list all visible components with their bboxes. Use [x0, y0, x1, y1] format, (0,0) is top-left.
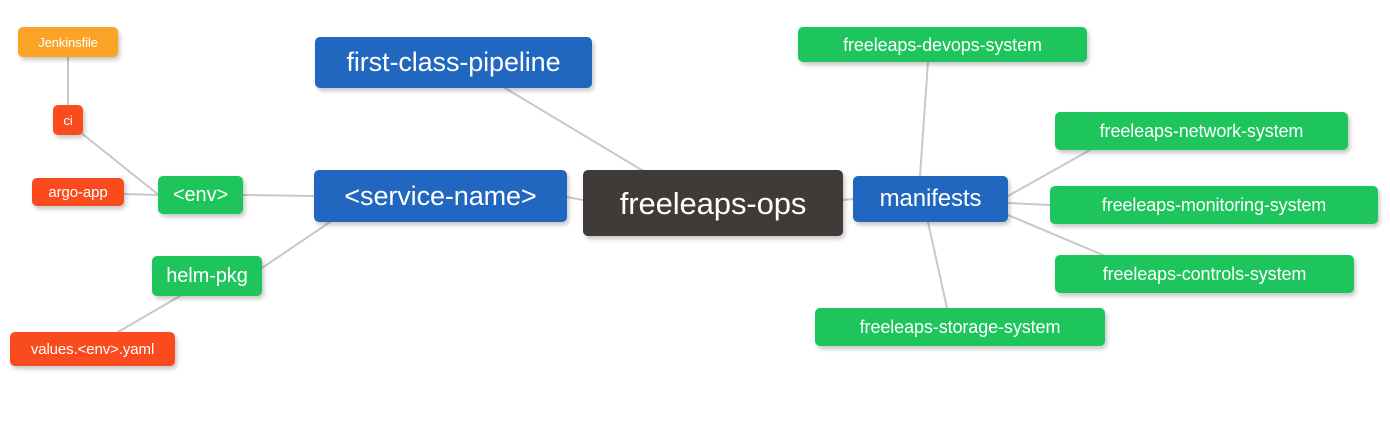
edge-manifests-to-storage-system — [927, 221, 948, 309]
node-devops-system[interactable]: freeleaps-devops-system — [798, 27, 1087, 62]
edge-manifests-to-devops-system — [919, 61, 929, 177]
edge-helm-pkg-to-values-yaml — [117, 295, 181, 333]
node-ci[interactable]: ci — [53, 105, 83, 135]
node-label-manifests: manifests — [879, 185, 982, 212]
node-label-ci: ci — [63, 112, 73, 128]
node-label-network-system: freeleaps-network-system — [1099, 121, 1304, 141]
node-label-freeleaps-ops: freeleaps-ops — [619, 185, 807, 221]
node-monitoring-system[interactable]: freeleaps-monitoring-system — [1050, 186, 1378, 224]
node-first-class-pipeline[interactable]: first-class-pipeline — [315, 37, 592, 88]
node-env[interactable]: <env> — [158, 176, 243, 214]
node-helm-pkg[interactable]: helm-pkg — [152, 256, 262, 296]
node-jenkinsfile[interactable]: Jenkinsfile — [18, 27, 118, 57]
node-argo-app[interactable]: argo-app — [32, 178, 124, 206]
node-values-yaml[interactable]: values.<env>.yaml — [10, 332, 175, 366]
node-manifests[interactable]: manifests — [853, 176, 1008, 222]
node-freeleaps-ops[interactable]: freeleaps-ops — [583, 170, 843, 236]
node-label-env: <env> — [172, 184, 229, 206]
node-label-devops-system: freeleaps-devops-system — [843, 34, 1042, 55]
node-service-name[interactable]: <service-name> — [314, 170, 567, 222]
node-controls-system[interactable]: freeleaps-controls-system — [1055, 255, 1354, 293]
node-label-values-yaml: values.<env>.yaml — [30, 340, 155, 358]
edge-first-class-pipeline-to-freeleaps-ops — [504, 87, 656, 179]
node-label-jenkinsfile: Jenkinsfile — [38, 34, 98, 50]
node-label-first-class-pipeline: first-class-pipeline — [346, 47, 561, 77]
node-label-controls-system: freeleaps-controls-system — [1102, 264, 1307, 284]
edge-argo-app-to-env — [123, 193, 159, 196]
node-storage-system[interactable]: freeleaps-storage-system — [815, 308, 1105, 346]
node-network-system[interactable]: freeleaps-network-system — [1055, 112, 1348, 150]
edge-service-name-to-helm-pkg — [261, 221, 331, 269]
node-label-service-name: <service-name> — [344, 180, 537, 211]
node-label-helm-pkg: helm-pkg — [166, 265, 248, 287]
node-label-monitoring-system: freeleaps-monitoring-system — [1101, 195, 1327, 215]
edge-manifests-to-monitoring-system — [1007, 202, 1051, 206]
node-label-argo-app: argo-app — [48, 183, 108, 201]
edge-env-to-service-name — [242, 194, 315, 197]
node-label-storage-system: freeleaps-storage-system — [859, 317, 1061, 337]
edge-service-name-to-freeleaps-ops — [566, 196, 584, 201]
edge-freeleaps-ops-to-manifests — [842, 198, 854, 201]
